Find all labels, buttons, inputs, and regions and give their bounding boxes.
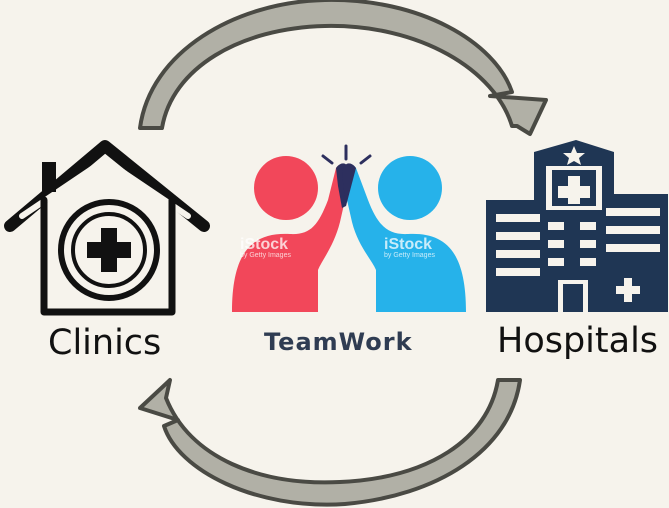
clinic-house-icon <box>4 140 210 316</box>
bottom-cycle-arrow <box>138 378 522 507</box>
watermark-subtext: by Getty Images <box>240 252 291 259</box>
hospital-building-icon <box>486 140 668 312</box>
watermark-text: iStock <box>384 236 433 253</box>
watermark-right: iStock by Getty Images <box>384 236 435 259</box>
watermark-subtext: by Getty Images <box>384 252 435 259</box>
watermark-left: iStock by Getty Images <box>240 236 291 259</box>
watermark-text: iStock <box>240 236 289 253</box>
clinics-label: Clinics <box>48 323 162 363</box>
hospitals-label: Hospitals <box>497 321 659 361</box>
top-cycle-arrow <box>138 0 548 136</box>
high-five-icon <box>232 144 466 312</box>
teamwork-label: TeamWork <box>264 328 413 356</box>
